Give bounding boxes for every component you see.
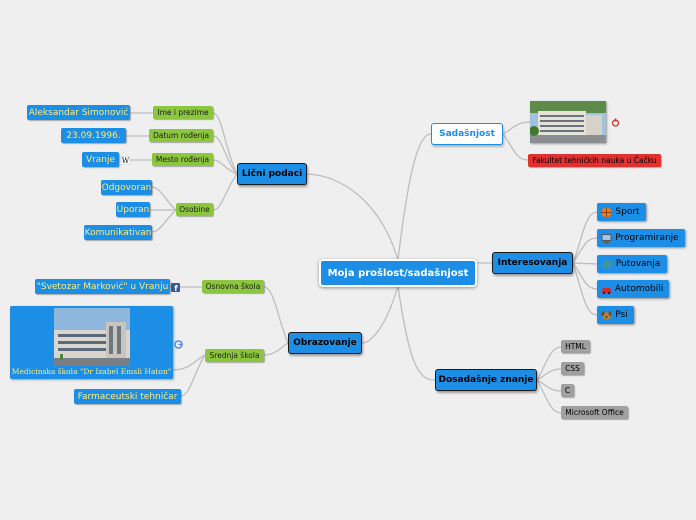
- interest-label: Automobili: [614, 284, 664, 294]
- srednja-skola-image-card[interactable]: Medicinska škola "Dr Izabel Emsli Haton": [10, 306, 173, 379]
- interest-sport[interactable]: Sport: [597, 203, 646, 221]
- dog-icon: [601, 310, 612, 319]
- subtopic-ime-i-prezime[interactable]: Ime i prezime: [153, 106, 213, 119]
- subtopic-srednja-skola[interactable]: Srednja škola: [205, 349, 264, 362]
- skill-css[interactable]: CSS: [561, 362, 584, 375]
- skill-c[interactable]: C: [561, 384, 574, 397]
- topic-licni-podaci[interactable]: Lični podaci: [237, 163, 307, 185]
- basketball-icon: [601, 207, 612, 217]
- svg-text:f: f: [174, 284, 178, 292]
- subtopic-osnovna-skola[interactable]: Osnovna škola: [202, 280, 264, 293]
- facebook-icon[interactable]: f: [171, 283, 180, 292]
- interest-putovanja[interactable]: Putovanja: [597, 255, 667, 273]
- value-osobina-3[interactable]: Komunikativan: [84, 225, 152, 240]
- subtopic-mesto-rodjenja[interactable]: Mesto rođenja: [152, 153, 213, 166]
- skill-microsoft-office[interactable]: Microsoft Office: [561, 406, 628, 419]
- topic-obrazovanje[interactable]: Obrazovanje: [288, 332, 362, 354]
- svg-text:W: W: [122, 157, 130, 165]
- topic-sadasnjost[interactable]: Sadašnjost: [431, 123, 503, 145]
- value-srednja-skola-smer[interactable]: Farmaceutski tehničar: [74, 389, 181, 404]
- topic-dosadasnje-znanje[interactable]: Dosadašnje znanje: [435, 369, 537, 391]
- interest-label: Programiranje: [615, 233, 679, 243]
- subtopic-osobine[interactable]: Osobine: [176, 203, 213, 216]
- interest-label: Psi: [615, 310, 628, 320]
- value-osnovna-skola[interactable]: "Svetozar Marković" u Vranju: [35, 279, 170, 294]
- value-datum-rodjenja[interactable]: 23.09.1996.: [61, 128, 126, 143]
- value-osobina-2[interactable]: Uporan: [116, 202, 150, 217]
- central-topic[interactable]: Moja prošlost/sadašnjost: [319, 259, 477, 287]
- interest-automobili[interactable]: Automobili: [597, 280, 669, 298]
- srednja-skola-caption: Medicinska škola "Dr Izabel Emsli Haton": [11, 367, 172, 376]
- google-icon[interactable]: [174, 340, 183, 349]
- interest-psi[interactable]: Psi: [597, 306, 634, 324]
- car-icon: [601, 287, 611, 294]
- globe-icon: [602, 259, 613, 269]
- value-mesto-rodjenja[interactable]: Vranje: [82, 152, 119, 167]
- school-building-photo: [54, 308, 130, 366]
- interest-label: Sport: [615, 207, 640, 217]
- value-osobina-1[interactable]: Odgovoran: [101, 180, 152, 195]
- subtopic-datum-rodjenja[interactable]: Datum rođenja: [149, 129, 213, 142]
- interest-programiranje[interactable]: Programiranje: [597, 229, 685, 247]
- skill-html[interactable]: HTML: [561, 340, 590, 353]
- topic-interesovanja[interactable]: Interesovanja: [492, 252, 573, 274]
- computer-icon: [601, 233, 612, 243]
- value-fakultet[interactable]: Fakultet tehničkih nauka u Čačku: [528, 154, 661, 167]
- wikipedia-icon[interactable]: W: [121, 156, 130, 165]
- fakultet-photo[interactable]: [530, 101, 606, 143]
- link-icon[interactable]: [611, 118, 620, 127]
- interest-label: Putovanja: [615, 259, 661, 269]
- value-ime-i-prezime[interactable]: Aleksandar Simonović: [27, 105, 130, 120]
